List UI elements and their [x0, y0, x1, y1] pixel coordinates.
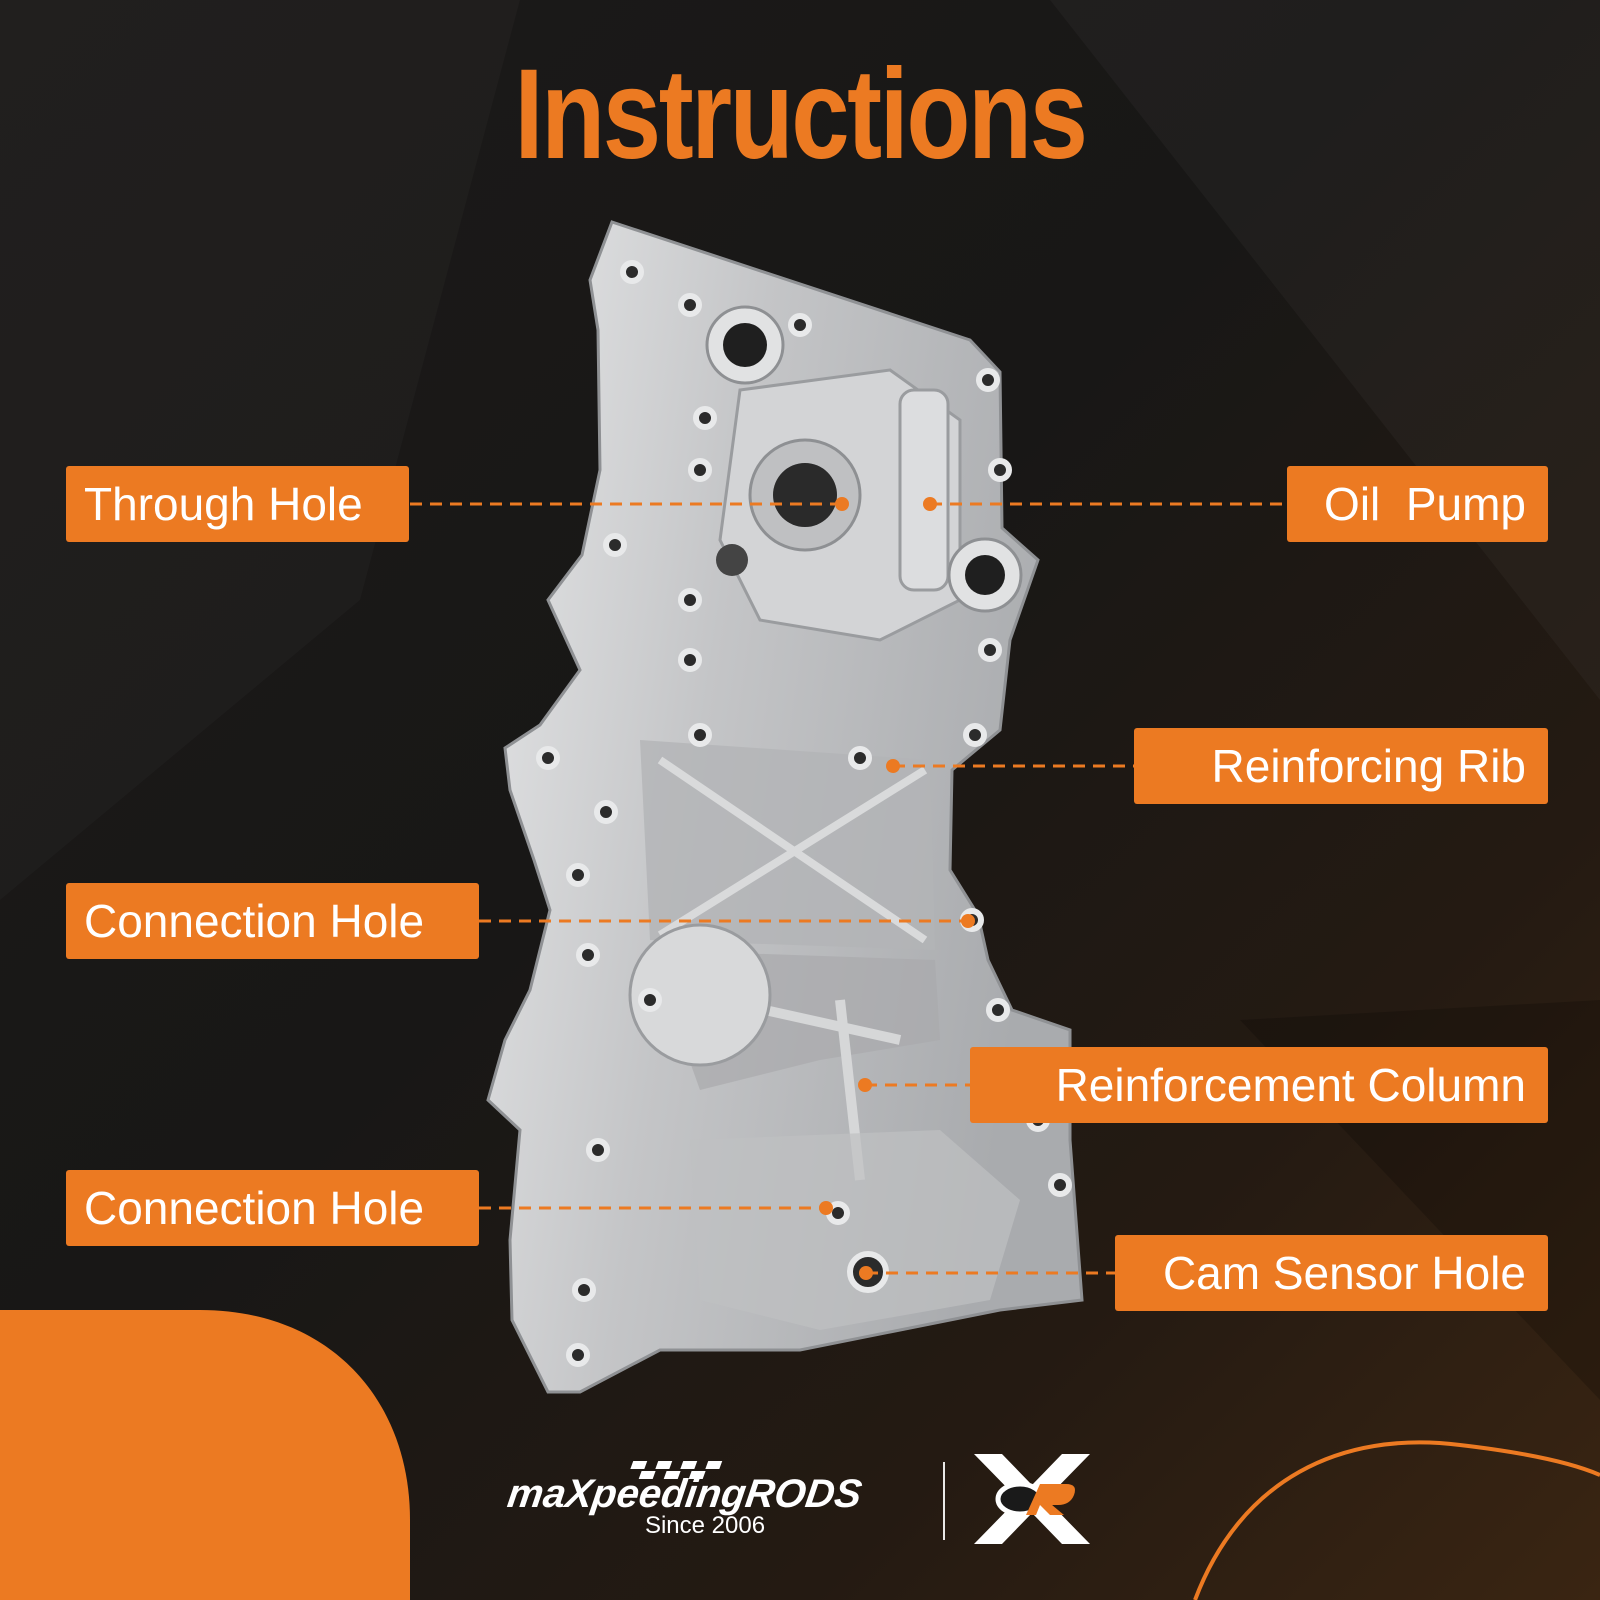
callout-through-hole: Through Hole: [66, 466, 409, 542]
callout-reinforcement-column: Reinforcement Column: [970, 1047, 1548, 1123]
oil-pump-marker: [923, 497, 937, 511]
connection-hole-upper-marker: [961, 914, 975, 928]
callout-connection-hole-upper: Connection Hole: [66, 883, 479, 959]
reinforcing-rib-marker: [886, 759, 900, 773]
brand-since: Since 2006: [644, 1512, 766, 1539]
callout-oil-pump: Oil Pump: [1287, 466, 1548, 542]
oil-pump-housing: [705, 305, 1023, 642]
reinforcement-column-marker: [858, 1078, 872, 1092]
connection-hole-lower-marker: [819, 1201, 833, 1215]
callout-cam-sensor-hole: Cam Sensor Hole: [1115, 1235, 1548, 1311]
bolt-holes: [536, 260, 1072, 1367]
page-title: Instructions: [514, 43, 1088, 186]
orange-arc-line: [1193, 1440, 1600, 1600]
through-hole-marker: [835, 497, 849, 511]
callout-reinforcing-rib: Reinforcing Rib: [1134, 728, 1548, 804]
cam-sensor-hole-marker: [859, 1266, 873, 1280]
callout-connection-hole-lower: Connection Hole: [66, 1170, 479, 1246]
orange-blob-shape: [0, 1310, 410, 1600]
